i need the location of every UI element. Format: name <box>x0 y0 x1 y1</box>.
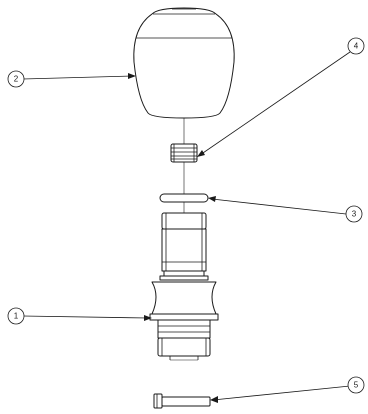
balloon-2: 2 <box>7 70 25 88</box>
balloon-5: 5 <box>347 376 365 394</box>
balloon-2-label: 2 <box>14 75 19 84</box>
leader-1 <box>22 315 152 321</box>
leader-3 <box>208 196 347 215</box>
base-adapter <box>149 212 219 361</box>
leader-5 <box>210 385 351 403</box>
leader-2 <box>22 73 136 80</box>
balloon-3-label: 3 <box>352 210 357 219</box>
leader-4 <box>197 51 351 157</box>
threaded-stud <box>170 143 198 163</box>
set-screw <box>153 393 211 409</box>
balloon-4-label: 4 <box>354 42 359 51</box>
knob <box>133 7 235 119</box>
balloon-1-label: 1 <box>14 312 19 321</box>
balloon-1: 1 <box>7 307 25 325</box>
balloon-3: 3 <box>345 205 363 223</box>
balloon-4: 4 <box>347 37 365 55</box>
balloon-5-label: 5 <box>354 381 359 390</box>
o-ring <box>159 193 209 203</box>
